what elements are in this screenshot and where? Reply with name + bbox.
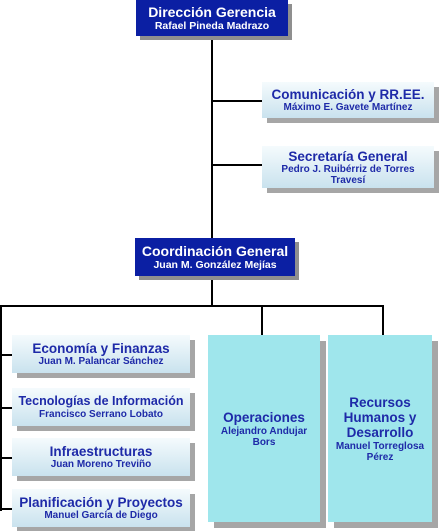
connector-economia [0, 354, 12, 356]
recursos-title: Recursos Humanos y Desarrollo [343, 394, 417, 440]
coordinacion-general-person: Juan M. González Mejías [153, 258, 277, 271]
connector-coordinacion-down [211, 276, 213, 306]
planificacion-title: Planificación y Proyectos [19, 495, 183, 510]
operaciones-box: Operaciones Alejandro Andujar Bors [208, 335, 320, 522]
comunicacion-box: Comunicación y RR.EE. Máximo E. Gavete M… [262, 82, 434, 118]
direccion-gerencia-box: Dirección Gerencia Rafael Pineda Madrazo [136, 0, 288, 36]
connector-infraestructuras [0, 457, 12, 459]
connector-comunicacion [212, 100, 262, 102]
planificacion-box: Planificación y Proyectos Manuel García … [12, 489, 190, 527]
infraestructuras-title: Infraestructuras [49, 444, 153, 459]
coordinacion-general-box: Coordinación General Juan M. González Me… [135, 238, 295, 276]
infraestructuras-box: Infraestructuras Juan Moreno Treviño [12, 438, 190, 476]
coordinacion-general-title: Coordinación General [141, 242, 289, 259]
connector-horizontal-bus [0, 305, 384, 307]
connector-planificacion [0, 508, 12, 510]
comunicacion-person: Máximo E. Gavete Martínez [283, 102, 413, 113]
secretaria-person: Pedro J. Ruibérriz de Torres Travesí [281, 163, 415, 186]
tecnologias-person: Francisco Serrano Lobato [39, 409, 163, 420]
operaciones-title: Operaciones [223, 409, 305, 425]
economia-title: Economía y Finanzas [32, 341, 170, 356]
recursos-box: Recursos Humanos y Desarrollo Manuel Tor… [328, 335, 432, 522]
connector-recursos [382, 305, 384, 335]
connector-tecnologias [0, 407, 12, 409]
secretaria-title: Secretaría General [288, 148, 408, 164]
connector-main-trunk [211, 36, 213, 242]
secretaria-box: Secretaría General Pedro J. Ruibérriz de… [262, 146, 434, 188]
infraestructuras-person: Juan Moreno Treviño [50, 459, 152, 470]
planificacion-person: Manuel García de Diego [44, 510, 158, 521]
recursos-person: Manuel Torreglosa Pérez [335, 440, 425, 463]
comunicacion-title: Comunicación y RR.EE. [271, 87, 425, 102]
tecnologias-title: Tecnologías de Información [18, 394, 184, 408]
connector-secretaria [212, 164, 262, 166]
economia-box: Economía y Finanzas Juan M. Palancar Sán… [12, 335, 190, 373]
tecnologias-box: Tecnologías de Información Francisco Ser… [12, 388, 190, 426]
connector-operaciones [261, 305, 263, 335]
economia-person: Juan M. Palancar Sánchez [38, 356, 164, 367]
direccion-gerencia-person: Rafael Pineda Madrazo [154, 19, 270, 32]
direccion-gerencia-title: Dirección Gerencia [148, 3, 276, 20]
operaciones-person: Alejandro Andujar Bors [220, 425, 308, 448]
